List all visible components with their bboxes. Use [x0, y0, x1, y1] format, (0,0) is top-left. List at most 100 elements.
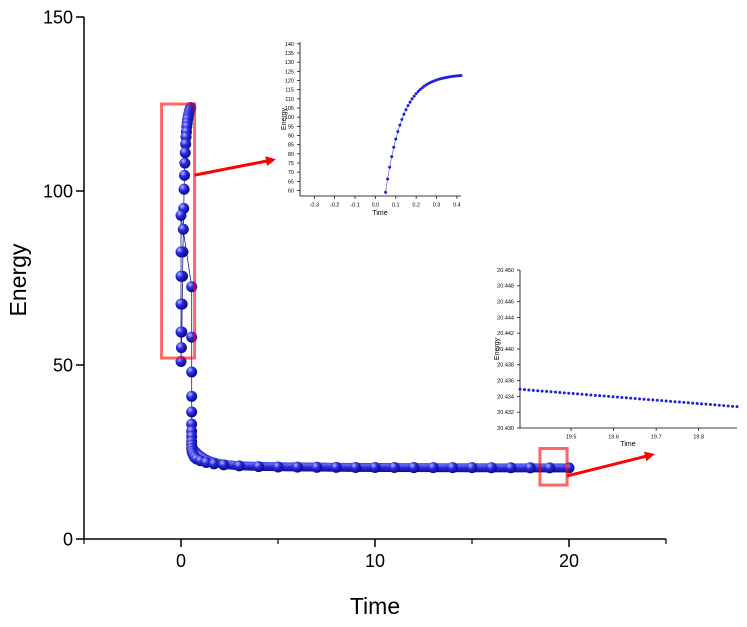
x-tick-label: 19.5 — [566, 435, 577, 441]
y-tick-label: 130 — [285, 60, 294, 66]
inset1-y-ticks: 6065707580859095100105110115120125130135… — [285, 42, 300, 194]
x-tick-label: 20 — [559, 551, 579, 571]
inset2-point — [615, 395, 619, 399]
y-tick-label: 20.436 — [497, 379, 514, 385]
y-tick-label: 105 — [285, 106, 294, 112]
data-point — [186, 366, 198, 378]
data-point — [505, 462, 517, 474]
inset2-point — [638, 397, 642, 401]
y-tick-label: 100 — [285, 115, 294, 121]
highlight-boxes — [160, 102, 569, 487]
inset2-point — [726, 404, 730, 408]
data-point — [180, 138, 192, 150]
y-tick-label: 20.440 — [497, 347, 514, 353]
inset2-point — [708, 403, 712, 407]
inset2-point — [580, 392, 584, 396]
x-tick-label: 0.1 — [392, 203, 400, 209]
inset2-point — [695, 401, 699, 405]
inset2-y-ticks: 20.43020.43220.43420.43620.43820.44020.4… — [497, 268, 520, 432]
y-tick-label: 90 — [288, 133, 294, 139]
y-tick-label: 135 — [285, 51, 294, 57]
inset2-point — [602, 394, 606, 398]
y-tick-label: 115 — [285, 88, 294, 94]
main-x-axis-label: Time — [350, 593, 400, 619]
inset2-point — [620, 395, 624, 399]
inset2-point — [518, 387, 522, 391]
inset2-point — [677, 400, 681, 404]
data-point — [178, 183, 190, 195]
y-tick-label: 140 — [285, 42, 294, 48]
inset2-point — [607, 394, 611, 398]
x-tick-label: -0.3 — [310, 203, 319, 209]
inset2-point — [558, 390, 562, 394]
data-point — [291, 461, 303, 473]
data-point — [175, 342, 187, 354]
main-y-axis-label: Energy — [5, 243, 31, 316]
inset2-y-axis-label: Energy — [494, 337, 501, 360]
y-tick-label: 65 — [288, 179, 294, 185]
x-tick-label: -0.2 — [330, 203, 339, 209]
inset2-point — [540, 389, 544, 393]
inset2-point — [531, 388, 535, 392]
y-tick-label: 0 — [63, 529, 73, 549]
data-point — [175, 270, 187, 282]
data-point — [311, 461, 323, 473]
inset2-point — [589, 393, 593, 397]
y-tick-label: 150 — [43, 7, 73, 27]
inset2-point — [722, 404, 726, 408]
zoom-arrow-1 — [194, 156, 276, 177]
data-point — [388, 462, 400, 474]
x-tick-label: 10 — [365, 551, 385, 571]
y-tick-label: 20.442 — [497, 331, 514, 337]
inset2-point — [731, 404, 735, 408]
data-point — [524, 462, 536, 474]
inset2-x-axis-label: Time — [620, 441, 635, 448]
inset2-point — [536, 389, 540, 393]
inset2-data-points — [518, 387, 739, 409]
data-point — [175, 246, 187, 258]
data-point — [466, 462, 478, 474]
data-point — [177, 223, 189, 235]
data-point — [175, 209, 187, 221]
main-y-ticks: 0 50 100 150 — [43, 7, 84, 549]
inset2-point — [691, 401, 695, 405]
data-point — [447, 462, 459, 474]
inset2-point — [704, 402, 708, 406]
inset1-data-points — [384, 73, 463, 194]
y-tick-label: 20.448 — [497, 284, 514, 290]
inset2-point — [593, 393, 597, 397]
data-point — [175, 298, 187, 310]
inset2-point — [686, 401, 690, 405]
inset2-point — [717, 403, 721, 407]
data-point — [233, 460, 245, 472]
inset2-point — [522, 388, 526, 392]
inset2-point — [624, 396, 628, 400]
inset1-line — [385, 75, 462, 193]
data-point — [208, 458, 220, 470]
inset2-point — [633, 397, 637, 401]
x-tick-label: -0.1 — [350, 203, 359, 209]
inset2-point — [562, 391, 566, 395]
data-point — [369, 461, 381, 473]
inset1-x-axis-label: Time — [372, 210, 387, 217]
data-point — [175, 326, 187, 338]
x-tick-label: 0.4 — [453, 203, 461, 209]
y-tick-label: 100 — [43, 181, 73, 201]
highlight-box-2 — [538, 447, 569, 487]
y-tick-label: 20.432 — [497, 410, 514, 416]
data-point — [179, 147, 191, 159]
zoom-arrows — [194, 156, 655, 478]
x-tick-label: 19.6 — [608, 435, 619, 441]
inset2-point — [584, 393, 588, 397]
data-point — [253, 461, 265, 473]
inset2-point — [576, 392, 580, 396]
inset2-point — [660, 399, 664, 403]
x-tick-label: 0.3 — [433, 203, 441, 209]
data-point — [178, 169, 190, 181]
inset2-point — [655, 398, 659, 402]
y-tick-label: 50 — [53, 355, 73, 375]
y-tick-label: 20.444 — [497, 315, 514, 321]
